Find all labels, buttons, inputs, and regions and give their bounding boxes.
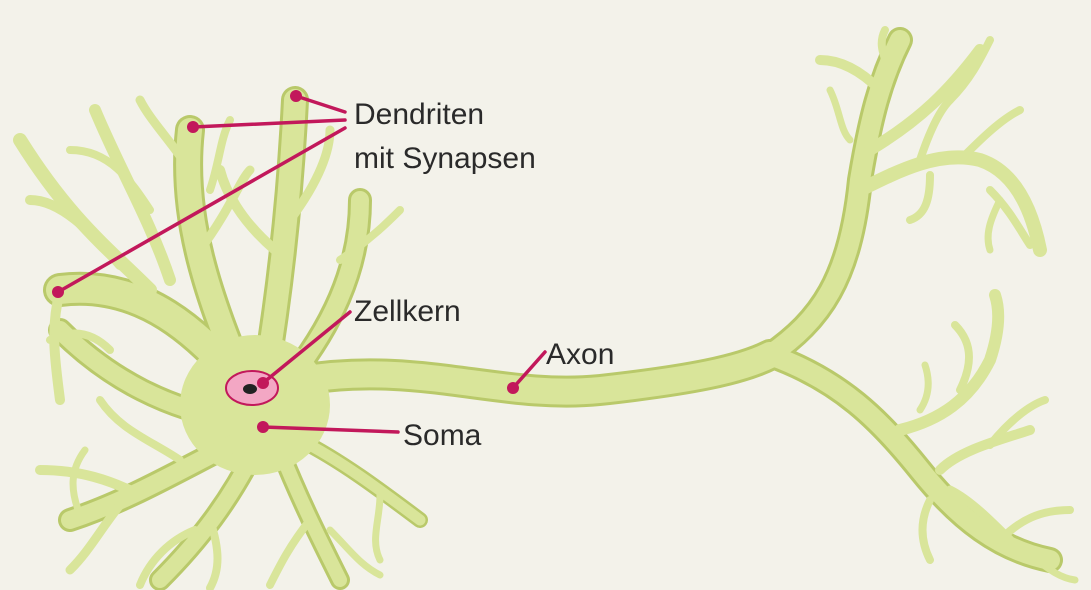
dot-dendrite-top xyxy=(290,90,302,102)
pointer-dendrite-mid xyxy=(193,120,345,127)
dot-dendrite-mid xyxy=(187,121,199,133)
neuron-cell xyxy=(20,30,1075,588)
dot-nucleus xyxy=(257,377,269,389)
label-nucleus: Zellkern xyxy=(354,295,461,328)
nucleolus-shape xyxy=(243,384,257,394)
dot-soma xyxy=(257,421,269,433)
label-dendrites-line1: Dendriten xyxy=(354,98,484,131)
label-dendrites-line2: mit Synapsen xyxy=(354,142,536,175)
dot-axon xyxy=(507,382,519,394)
label-soma: Soma xyxy=(403,419,482,452)
label-axon: Axon xyxy=(546,338,614,371)
dot-dendrite-left xyxy=(52,286,64,298)
